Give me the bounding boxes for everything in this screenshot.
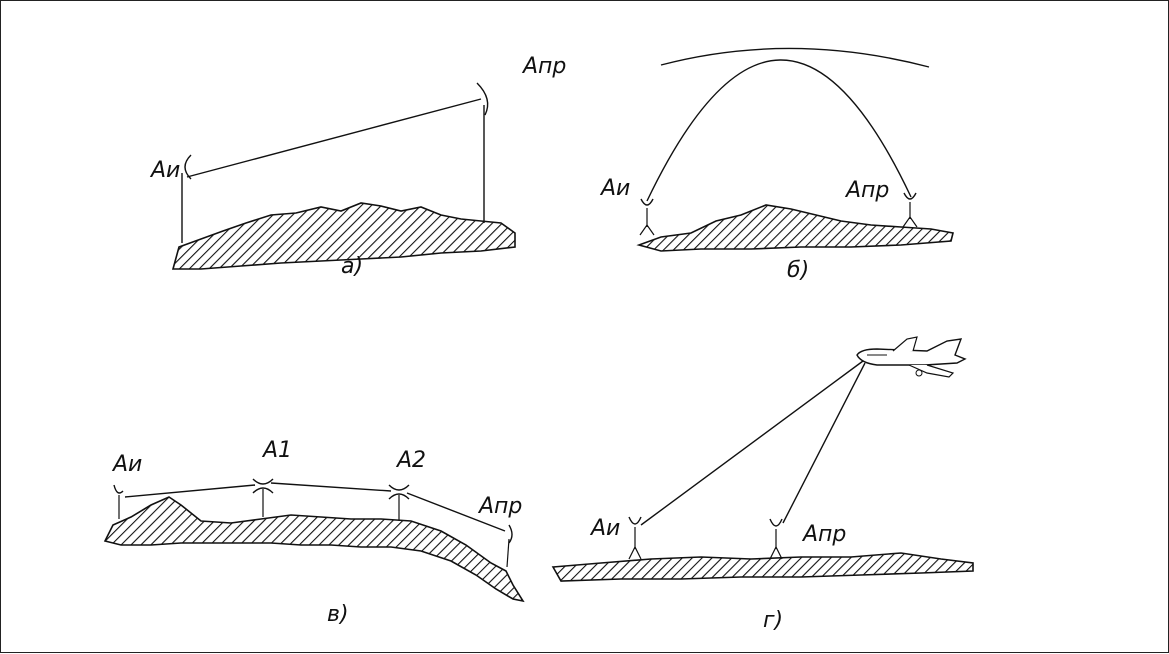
- terrain-b: [636, 204, 954, 252]
- uplink-tx: [640, 360, 864, 526]
- tx-label-v: Аи: [111, 452, 142, 477]
- tx-label-g: Аи: [589, 516, 620, 541]
- link-segment-1: [124, 484, 256, 498]
- link-segment-3: [406, 492, 506, 532]
- antenna-icon: [506, 524, 513, 568]
- antenna-icon: [476, 82, 489, 116]
- downlink-rx: [782, 362, 866, 524]
- antenna-icon: [252, 478, 274, 517]
- reflected-ray: [646, 59, 912, 202]
- antenna-icon: [902, 192, 918, 228]
- antenna-icon: [628, 516, 642, 560]
- relay2-label: А2: [395, 448, 426, 473]
- panel-b: Аи Апр б): [599, 47, 954, 283]
- link-line-a: [186, 98, 482, 178]
- antenna-icon: [388, 484, 410, 521]
- terrain-a: [171, 202, 516, 270]
- link-segment-2: [270, 482, 392, 492]
- ionosphere-arc: [660, 47, 930, 68]
- rx-label-v: Апр: [477, 494, 522, 519]
- rx-label-g: Апр: [801, 522, 846, 547]
- relay1-label: А1: [261, 438, 292, 463]
- antenna-icon: [769, 518, 783, 560]
- rx-label-b: Апр: [844, 178, 889, 203]
- panel-g: Аи Апр г): [551, 336, 974, 633]
- caption-g: г): [763, 608, 783, 633]
- terrain-g: [551, 552, 974, 582]
- tx-label-a: Аи: [149, 158, 180, 183]
- antenna-icon: [113, 484, 124, 519]
- panel-v: Аи А1 А2 Апр в): [103, 438, 525, 627]
- antenna-icon: [639, 198, 655, 236]
- panel-a: Аи Апр а): [149, 54, 566, 279]
- airplane-icon: [856, 336, 967, 378]
- tx-label-b: Аи: [599, 176, 630, 201]
- caption-v: в): [327, 602, 349, 627]
- caption-a: а): [341, 254, 363, 279]
- terrain-v: [103, 496, 525, 603]
- antenna-icon: [184, 154, 192, 180]
- caption-b: б): [787, 258, 809, 283]
- rx-label-a: Апр: [521, 54, 566, 79]
